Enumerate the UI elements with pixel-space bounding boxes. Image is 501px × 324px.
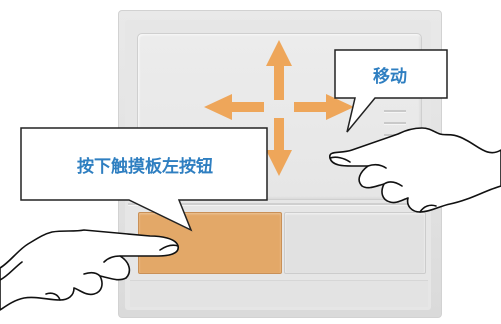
move-callout-label: 移动 [373,67,407,87]
touchpad-right-button[interactable] [284,212,426,274]
press-left-button-callout: 按下触摸板左按钮 [19,126,279,236]
press-left-button-callout-label: 按下触摸板左按钮 [77,157,213,177]
touchpad-housing-lip [130,280,428,307]
button-divider [128,203,428,206]
move-callout: 移动 [333,48,451,138]
